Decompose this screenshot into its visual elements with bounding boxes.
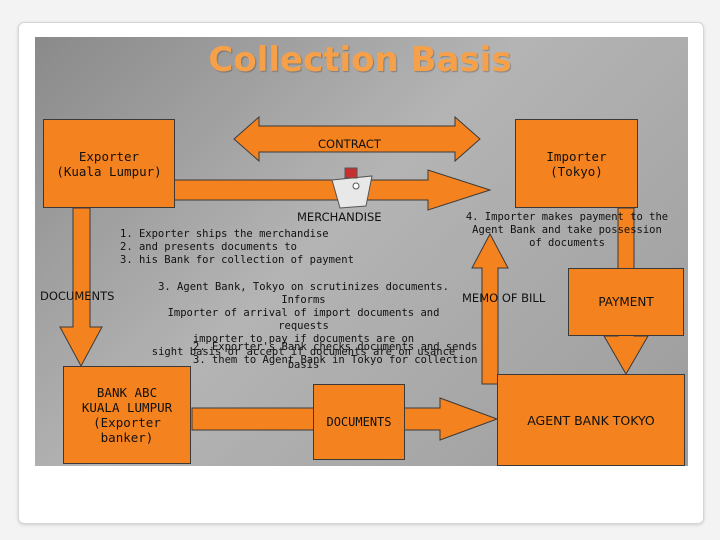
exporter-to-bank-arrow <box>59 207 103 368</box>
step2-text: 2. Exporter's Bank checks documents and … <box>193 341 478 366</box>
memo-of-bill-up-arrow <box>471 232 509 385</box>
documents-left-label: DOCUMENTS <box>40 289 115 303</box>
step4-text: 4. Importer makes payment to the Agent B… <box>465 211 669 249</box>
step1-text: 1. Exporter ships the merchandise 2. and… <box>120 228 354 266</box>
slide-title: Collection Basis <box>208 40 512 80</box>
bank-abc-label: BANK ABC KUALA LUMPUR (Exporter banker) <box>81 385 173 445</box>
documents-center-box: DOCUMENTS <box>313 384 405 460</box>
exporter-box: Exporter (Kuala Lumpur) <box>43 119 175 208</box>
agent-bank-box: AGENT BANK TOKYO <box>497 374 685 466</box>
ship-icon <box>331 167 373 209</box>
merchandise-arrow <box>173 169 492 211</box>
merchandise-label: MERCHANDISE <box>297 210 382 224</box>
importer-label: Importer (Tokyo) <box>546 148 607 179</box>
importer-box: Importer (Tokyo) <box>515 119 638 208</box>
bank-abc-box: BANK ABC KUALA LUMPUR (Exporter banker) <box>63 366 191 464</box>
payment-box: PAYMENT <box>568 268 684 336</box>
exporter-label: Exporter (Kuala Lumpur) <box>56 148 162 179</box>
payment-label: PAYMENT <box>598 295 654 309</box>
agent-bank-label: AGENT BANK TOKYO <box>527 412 655 428</box>
contract-label: CONTRACT <box>318 137 381 151</box>
contract-arrow <box>233 115 481 163</box>
step3-text: 3. Agent Bank, Tokyo on scrutinizes docu… <box>151 281 456 371</box>
memo-of-bill-label: MEMO OF BILL <box>462 291 546 305</box>
documents-center-label: DOCUMENTS <box>326 415 392 429</box>
